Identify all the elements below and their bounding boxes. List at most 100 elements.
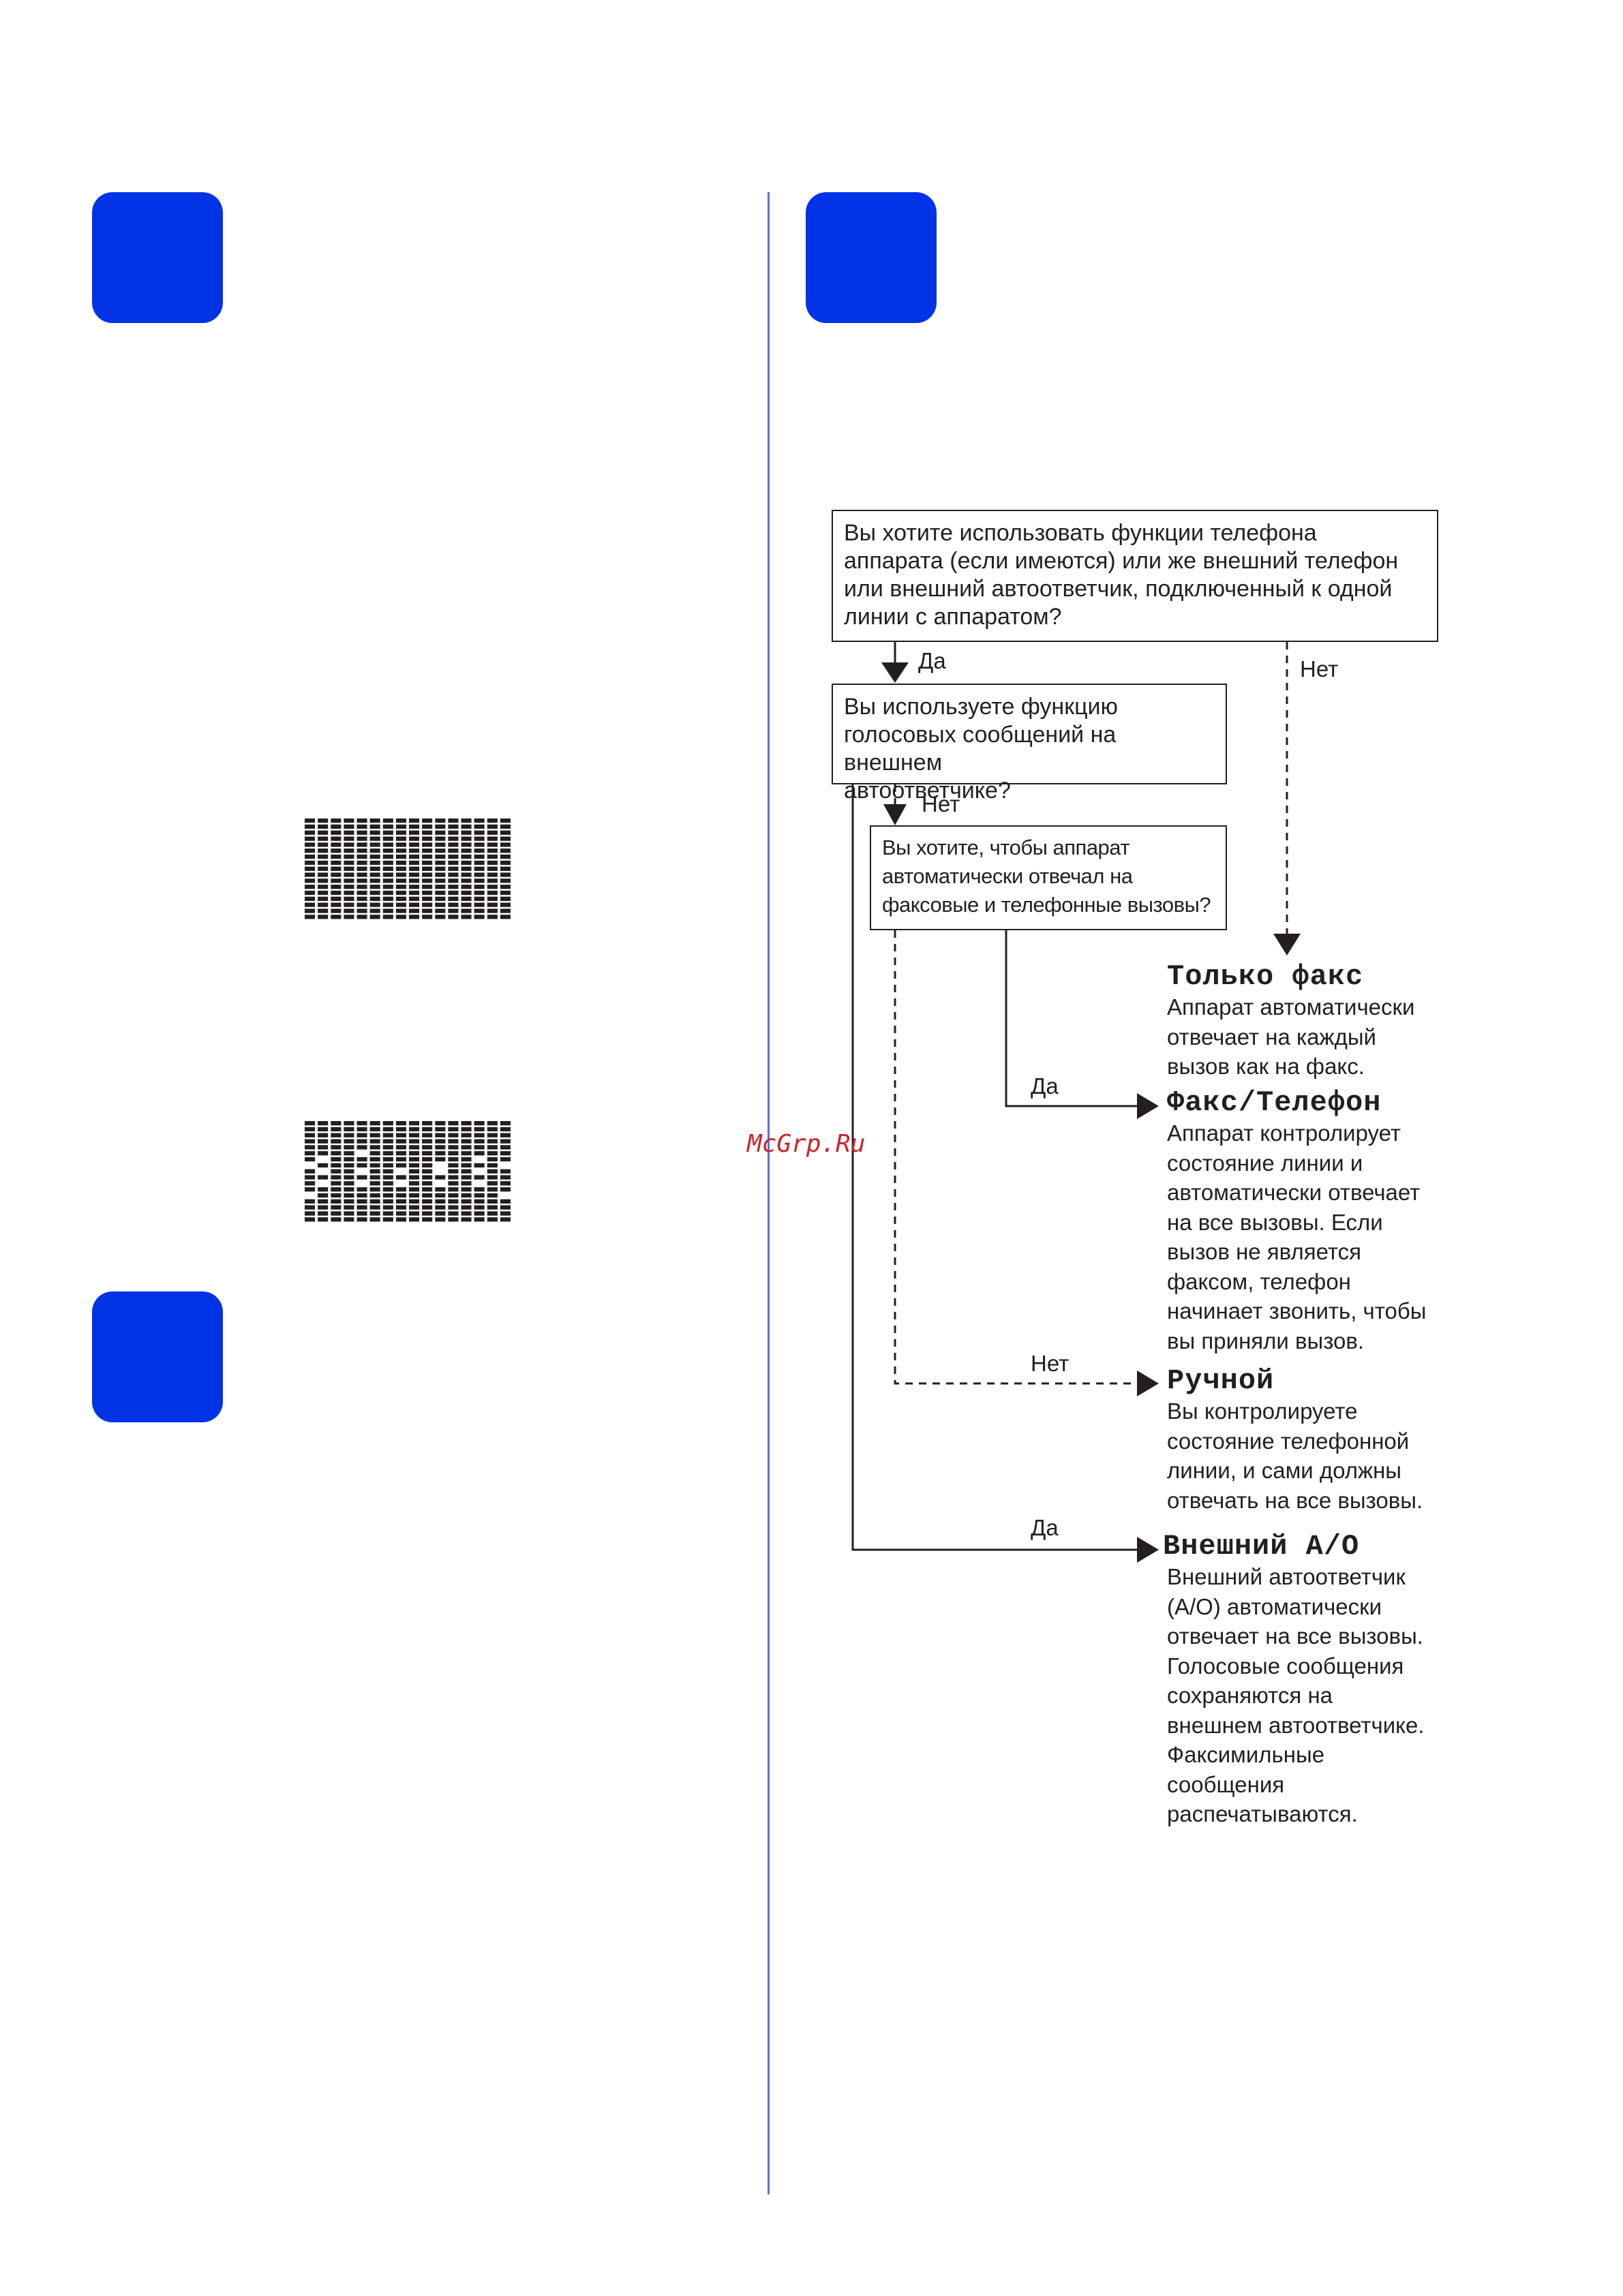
column-divider [768,192,770,2194]
mode-description: Вы контролируете состояние телефонной ли… [1167,1398,1423,1513]
pattern-dot [422,1157,433,1162]
mode-title: Внешний А/О [1163,1530,1360,1563]
pattern-dot [382,1199,393,1204]
pattern-dot [461,885,472,889]
pattern-dot [382,1175,393,1180]
pattern-dot [422,1151,433,1156]
pattern-dot [422,836,433,841]
pattern-dot [448,1145,459,1150]
pattern-dot [318,1205,329,1210]
pattern-dot [487,1169,498,1174]
pattern-dot [448,885,459,889]
pattern-dot [435,1211,446,1216]
pattern-dot [409,1199,420,1204]
pattern-dot [422,1217,433,1222]
pattern-dot [395,1151,406,1156]
pattern-dot [500,1199,511,1204]
pattern-dot [305,1181,316,1186]
pattern-dot [318,890,329,896]
pattern-dot [344,1199,354,1204]
pattern-dot [357,908,367,913]
pattern-dot [344,1169,354,1174]
pattern-dot [305,848,316,853]
pattern-dot [435,1151,446,1156]
pattern-dot [448,872,459,877]
pattern-dot [461,908,472,913]
pattern-dot [382,836,393,841]
pattern-dot [487,1199,498,1204]
pattern-dot [487,836,498,841]
pattern-dot [461,1217,472,1222]
pattern-dot [500,1145,511,1150]
pattern-dot [357,830,367,835]
mode-title: Факс/Телефон [1167,1086,1382,1119]
pattern-dot [369,866,380,871]
pattern-dot [395,1205,406,1210]
pattern-dot [487,1133,498,1137]
pattern-dot [422,866,433,871]
pattern-dot [318,1163,329,1168]
pattern-dot [448,1199,459,1204]
pattern-dot [435,860,446,866]
pattern-dot [331,1157,342,1162]
pattern-dot [448,1163,459,1168]
pattern-dot [435,866,446,871]
pattern-dot [382,1127,393,1132]
pattern-dot [448,1211,459,1216]
pattern-dot [318,1133,329,1137]
pattern-dot [331,1163,342,1168]
pattern-dot [357,1133,367,1137]
pattern-dot [435,1199,446,1204]
pattern-dot [369,1157,380,1162]
branch-label-yes: Да [1031,1515,1059,1540]
pattern-dot [500,1139,511,1144]
pattern-dot [395,848,406,853]
pattern-dot [500,860,511,866]
arrowhead [881,662,909,683]
pattern-dot [448,818,459,823]
pattern-dot [357,896,367,901]
pattern-dot [382,1169,393,1174]
pattern-dot [331,896,342,901]
pattern-dot [409,830,420,835]
pattern-dot [382,1139,393,1144]
pattern-dot [474,878,485,883]
pattern-dot [344,830,354,835]
pattern-dot [305,1217,316,1222]
pattern-dot [369,890,380,896]
pattern-dot [369,842,380,847]
pattern-dot [487,1193,498,1198]
pattern-dot [305,1187,316,1192]
pattern-dot [318,885,329,889]
pattern-dot [474,1199,485,1204]
pattern-dot [344,1145,354,1150]
pattern-dot [474,1217,485,1222]
pattern-dot [461,860,472,866]
pattern-dot [448,878,459,883]
pattern-dot [344,1211,354,1216]
pattern-dot [357,1217,367,1222]
pattern-dot [448,1127,459,1132]
pattern-dot [369,818,380,823]
pattern-dot [474,1187,485,1192]
pattern-dot [448,1157,459,1162]
pattern-dot [500,854,511,859]
pattern-dot [474,890,485,896]
pattern-dot [382,1157,393,1162]
pattern-dot [344,1157,354,1162]
pattern-dot [344,1205,354,1210]
pattern-dot [474,885,485,889]
pattern-dot [500,885,511,889]
pattern-dot [382,842,393,847]
pattern-dot [382,818,393,823]
pattern-dot [331,1145,342,1150]
pattern-dot [331,866,342,871]
pattern-dot [382,1145,393,1150]
pattern-dot [369,878,380,883]
question-box-auto-answer: Вы хотите, чтобы аппарат автоматически о… [870,825,1227,930]
pattern-dot [344,836,354,841]
pattern-dot [369,1133,380,1137]
pattern-dot [487,1151,498,1156]
pattern-dot [305,830,316,835]
pattern-dot [318,1127,329,1132]
